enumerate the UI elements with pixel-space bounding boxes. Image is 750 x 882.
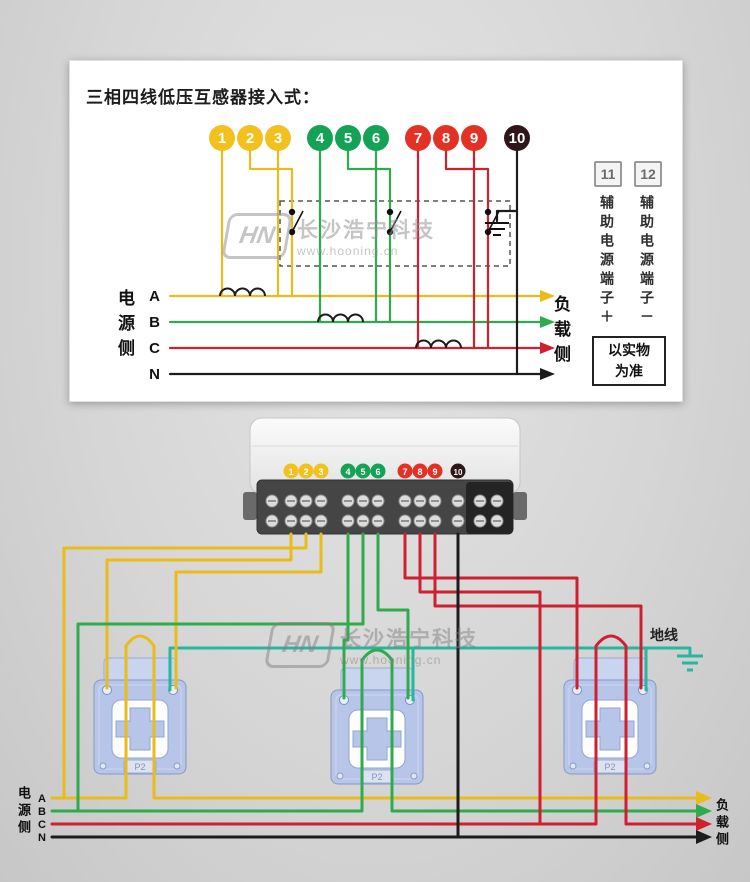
phase-b-wires	[50, 532, 712, 818]
note-box: 以实物 为准	[592, 336, 666, 386]
svg-text:A: A	[38, 793, 46, 805]
load-arrow-b-icon	[540, 316, 555, 328]
source-side-label-bottom: 电源侧	[16, 786, 31, 837]
load-arrow-a-icon	[696, 791, 712, 805]
load-arrow-a-icon	[540, 290, 555, 302]
svg-text:1: 1	[288, 467, 293, 477]
earth-symbol-icon	[485, 222, 509, 236]
top-red-wires	[416, 149, 490, 350]
svg-text:N: N	[38, 832, 46, 844]
meter-terminal-4	[340, 463, 356, 479]
svg-text:N: N	[149, 366, 160, 383]
aux-terminal-11: 11	[594, 161, 622, 187]
voltage-link-switches	[288, 208, 500, 236]
installation-svg: P2	[38, 417, 712, 844]
terminal-2	[237, 125, 263, 151]
svg-text:A: A	[149, 288, 160, 305]
ground-symbol-icon	[677, 654, 703, 672]
meter-terminal-5	[355, 463, 371, 479]
meter-terminal-6	[370, 463, 386, 479]
phase-a-wires	[50, 532, 712, 805]
terminal-10	[504, 125, 530, 151]
svg-text:8: 8	[417, 467, 422, 477]
terminal-4	[307, 125, 333, 151]
svg-text:3: 3	[318, 467, 323, 477]
svg-text:10: 10	[454, 468, 463, 477]
meter-terminal-3	[313, 463, 329, 479]
connection-schematic-panel: 三相四线低压互感器接入式：	[69, 60, 683, 402]
schematic-svg: 1 2 3 4 5 6 7 8 9 10	[149, 125, 555, 383]
aux-terminal-12: 12	[634, 161, 662, 187]
ground-label: 地线	[650, 627, 678, 643]
svg-text:5: 5	[344, 130, 352, 147]
bottom-phase-letters: A B C N	[38, 793, 46, 844]
svg-text:2: 2	[303, 467, 308, 477]
svg-text:10: 10	[509, 130, 526, 147]
svg-text:7: 7	[402, 467, 407, 477]
svg-text:2: 2	[246, 130, 254, 147]
svg-text:8: 8	[442, 130, 450, 147]
svg-text:6: 6	[375, 467, 380, 477]
load-arrow-c-icon	[696, 817, 712, 831]
note-line-2: 为准	[615, 363, 643, 379]
terminal-3	[265, 125, 291, 151]
terminal-1	[209, 125, 235, 151]
page-title: 三相四线低压互感器接入式：	[86, 88, 320, 107]
meter-terminal-strip	[256, 479, 514, 535]
load-side-label: 负载侧	[551, 295, 570, 370]
terminal-9	[461, 125, 487, 151]
top-phase-letters: A B C N	[149, 288, 160, 383]
note-line-1: 以实物	[608, 342, 650, 358]
load-side-label-bottom: 负载侧	[714, 798, 729, 849]
load-arrow-n-icon	[540, 368, 555, 380]
svg-text:5: 5	[360, 467, 365, 477]
top-green-wires	[318, 149, 392, 324]
meter-terminal-8	[412, 463, 428, 479]
terminal-8	[433, 125, 459, 151]
svg-text:6: 6	[372, 130, 380, 147]
top-bus-lines	[168, 290, 555, 380]
meter-terminal-2	[298, 463, 314, 479]
svg-text:C: C	[149, 340, 160, 357]
svg-text:B: B	[38, 806, 46, 818]
load-arrow-n-icon	[696, 830, 712, 844]
terminal-6	[363, 125, 389, 151]
top-yellow-wires	[220, 149, 294, 298]
terminal-7	[405, 125, 431, 151]
svg-text:B: B	[149, 314, 160, 331]
earth-wires	[168, 646, 703, 702]
meter-terminal-9	[427, 463, 443, 479]
meter-internal-dashed-box	[279, 200, 511, 267]
svg-text:7: 7	[414, 130, 422, 147]
meter-terminal-7	[397, 463, 413, 479]
aux-terminal-11-label: 辅助电源端子＋	[599, 195, 615, 328]
svg-text:4: 4	[316, 130, 325, 147]
load-arrow-c-icon	[540, 342, 555, 354]
load-arrow-b-icon	[696, 804, 712, 818]
svg-text:C: C	[38, 819, 46, 831]
svg-text:9: 9	[432, 467, 437, 477]
terminal-5	[335, 125, 361, 151]
neutral-wires	[50, 532, 712, 844]
phase-c-wires	[50, 532, 712, 831]
source-side-label: 电源侧	[115, 289, 134, 364]
terminal-number-circles: 1 2 3 4 5 6 7 8 9 10	[209, 125, 530, 151]
meter-terminal-10	[450, 463, 466, 479]
top-neutral-wire	[495, 149, 519, 376]
svg-text:4: 4	[345, 467, 350, 477]
meter-terminal-1	[283, 463, 299, 479]
svg-text:3: 3	[274, 130, 282, 147]
meter-terminal-numbers: 1 2 3 4 5 6 7 8 9 10	[283, 463, 466, 479]
svg-text:9: 9	[470, 130, 478, 147]
aux-terminal-12-label: 辅助电源端子－	[639, 195, 655, 328]
ct-winding-symbols	[219, 287, 462, 349]
svg-text:1: 1	[218, 130, 226, 147]
